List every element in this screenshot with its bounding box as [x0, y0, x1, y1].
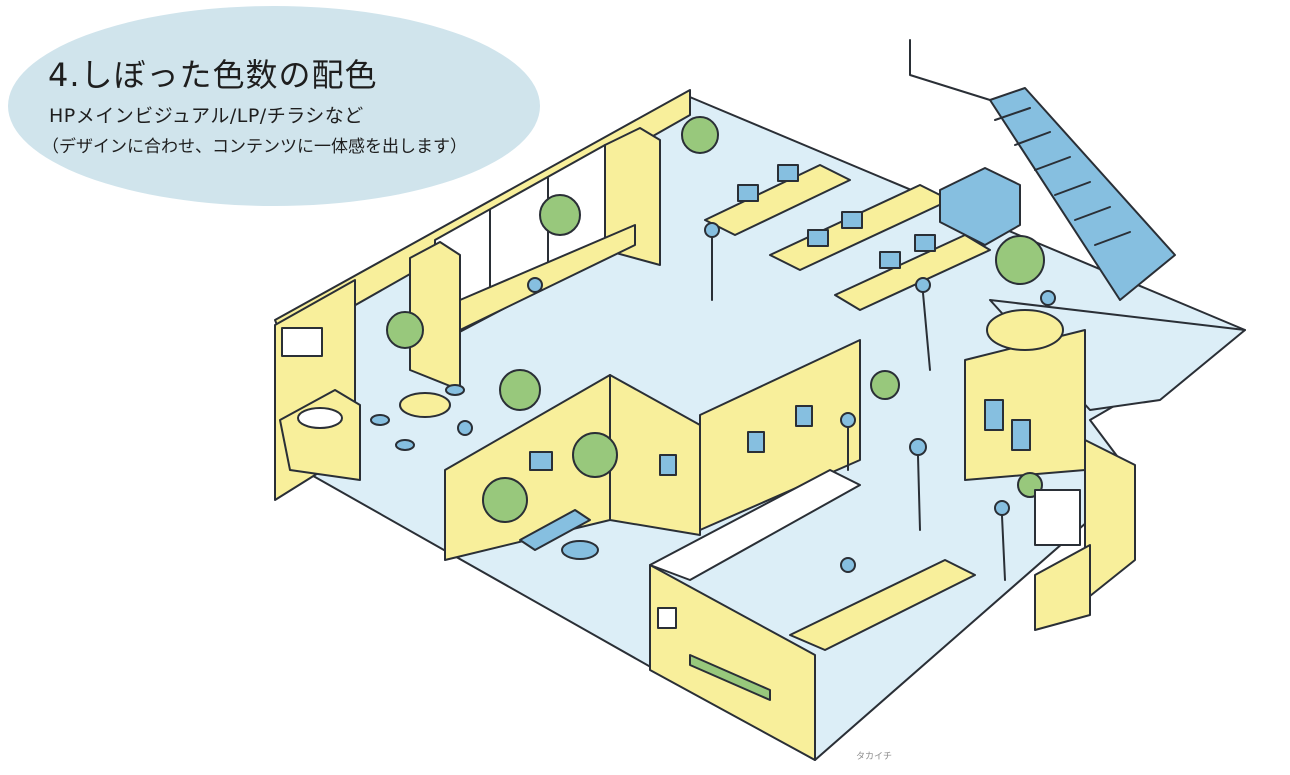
artist-credit: タカイチ	[856, 752, 893, 762]
person	[909, 438, 927, 531]
person	[704, 222, 720, 301]
wall-window-4	[747, 431, 765, 453]
person	[840, 557, 856, 573]
right-back-column	[604, 127, 661, 266]
monitor	[737, 184, 759, 202]
staircase	[989, 87, 1176, 301]
meeting-room-front-wall	[649, 564, 816, 761]
wall-window-2	[659, 454, 677, 476]
blue-sofa	[939, 167, 1021, 246]
person	[1040, 290, 1056, 306]
low-cabinet	[1034, 544, 1091, 631]
stool	[370, 414, 390, 426]
round-table	[399, 392, 451, 418]
planter-box	[689, 654, 771, 701]
page-subtitle: HPメインビジュアル/LP/チラシなど	[49, 105, 364, 127]
wall-window-3	[795, 405, 813, 427]
microwave	[281, 327, 323, 357]
wavy-partition	[699, 339, 861, 531]
blue-bench	[519, 509, 591, 551]
page-note: （デザインに合わせ、コンテンツに一体感を出します）	[42, 137, 467, 157]
stair-railing	[909, 39, 991, 101]
desk-row-3	[834, 234, 991, 311]
plant	[386, 311, 424, 349]
window-counter	[459, 224, 636, 331]
meeting-room-glass	[649, 469, 861, 581]
wall-window-1	[529, 451, 553, 471]
person	[840, 412, 856, 471]
copy-machine	[1034, 489, 1081, 546]
meeting-table	[789, 559, 976, 651]
round-planter	[986, 309, 1064, 351]
page-title: 4.しぼった色数の配色	[48, 56, 378, 94]
person	[457, 420, 473, 436]
person	[527, 277, 543, 293]
sink	[297, 407, 343, 429]
blue-round-table	[561, 540, 599, 560]
light-switch	[657, 607, 677, 629]
person	[915, 277, 931, 371]
title-bubble	[8, 6, 540, 206]
right-wall-window	[984, 399, 1004, 431]
printer-cabinet	[1084, 439, 1136, 601]
desk-row-1	[704, 164, 851, 236]
person	[994, 500, 1010, 581]
